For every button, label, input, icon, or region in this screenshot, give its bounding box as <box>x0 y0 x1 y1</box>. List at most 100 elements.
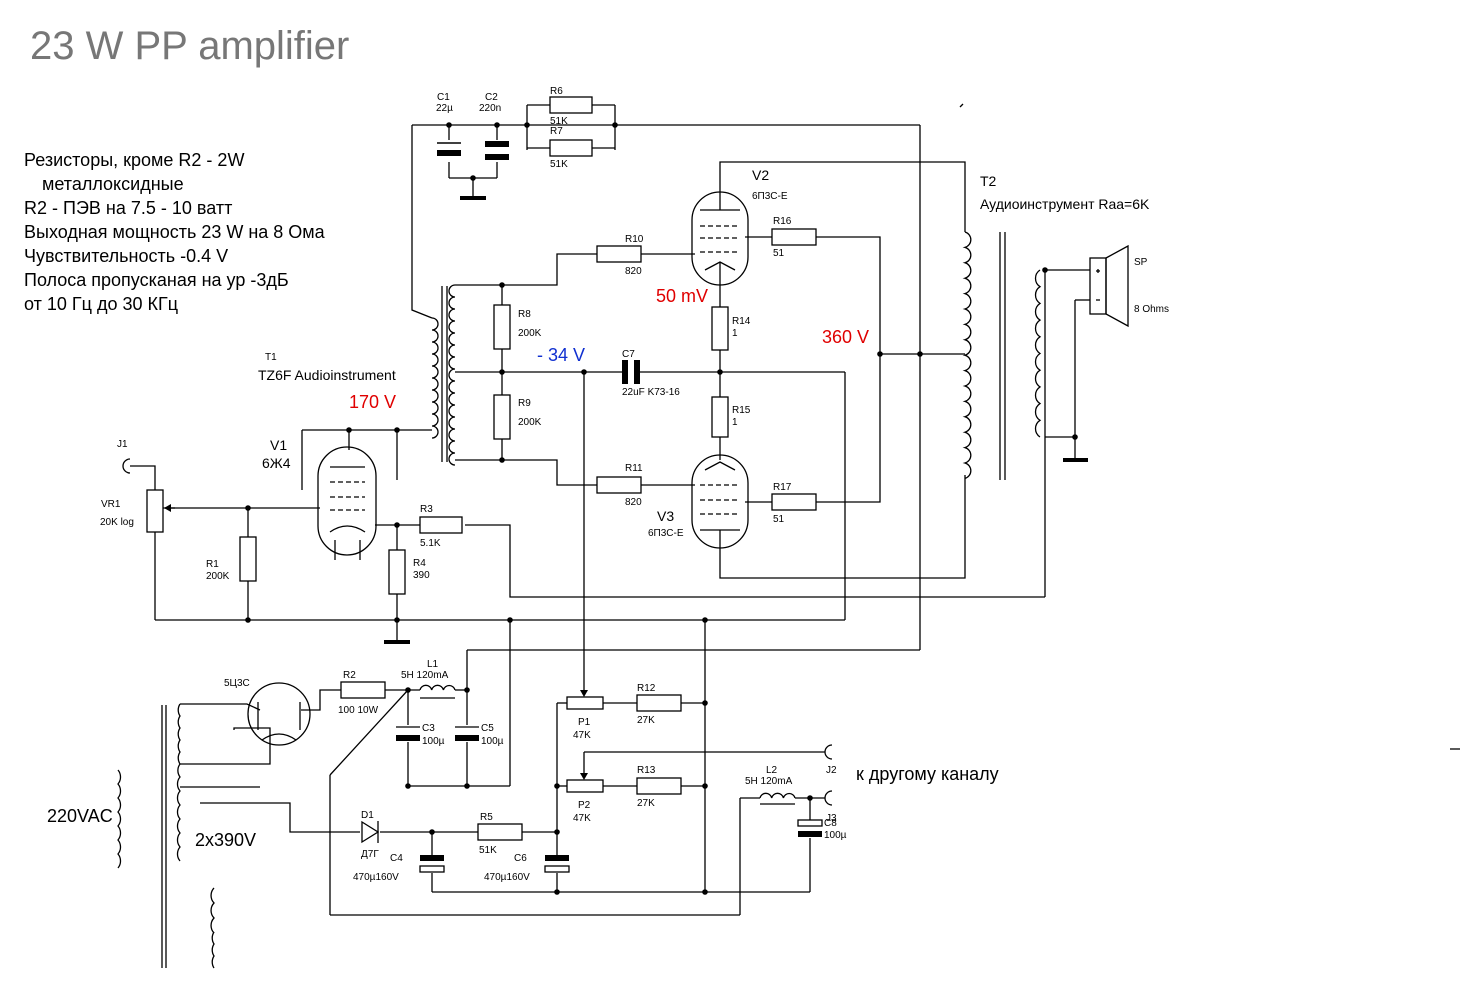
label-r6-value: 51K <box>550 116 568 127</box>
capacitor-c1 <box>437 142 461 156</box>
resistor-r13 <box>636 777 682 795</box>
label-c6-value: 470µ160V <box>484 872 530 883</box>
label-p1-ref: P1 <box>578 717 591 728</box>
label-r5-ref: R5 <box>480 812 493 823</box>
label-v2-type: 6П3С-Е <box>752 191 788 202</box>
label-c2-ref: C2 <box>485 92 498 103</box>
label-l2-value: 5H 120mA <box>745 776 793 787</box>
label-v2-ref: V2 <box>752 167 769 183</box>
label-r7-ref: R7 <box>550 126 563 137</box>
label-v1-type: 6Ж4 <box>262 455 291 471</box>
voltage-cathode: 50 mV <box>656 286 708 306</box>
resistor-r1 <box>239 536 257 582</box>
label-r10-ref: R10 <box>625 234 644 245</box>
note-line: от 10 Гц до 30 КГц <box>24 294 179 314</box>
transformer-power <box>117 703 215 969</box>
wiper-arrows <box>164 504 588 780</box>
label-r6-ref: R6 <box>550 86 563 97</box>
jack-j1 <box>122 458 131 474</box>
label-r1-value: 200K <box>206 571 230 582</box>
label-r3-value: 5.1K <box>420 538 441 549</box>
label-r4-ref: R4 <box>413 558 426 569</box>
label-l2-ref: L2 <box>766 765 778 776</box>
diode-d1 <box>361 820 380 844</box>
label-p2-value: 47K <box>573 813 591 824</box>
label-d1-ref: D1 <box>361 810 374 821</box>
label-r11-ref: R11 <box>625 463 643 474</box>
label-r13-value: 27K <box>637 798 655 809</box>
resistor-r6 <box>549 96 593 114</box>
notes-block: Резисторы, кроме R2 - 2W металлоксидные … <box>24 148 325 316</box>
label-t2-desc: Аудиоинструмент Raa=6K <box>980 196 1150 212</box>
voltage-v1-anode: 170 V <box>349 392 396 412</box>
label-t1-ref: T1 <box>265 352 277 363</box>
capacitors <box>396 141 823 873</box>
label-mains: 220VAC <box>47 806 113 826</box>
label-secondary: 2x390V <box>195 830 256 850</box>
note-line: металлоксидные <box>42 174 184 194</box>
label-v3-type: 6П3С-Е <box>648 528 684 539</box>
label-r15-value: 1 <box>732 417 738 428</box>
label-r16-value: 51 <box>773 248 785 259</box>
label-c3-value: 100µ <box>422 736 445 747</box>
inductor-l2 <box>759 792 796 805</box>
label-r17-value: 51 <box>773 514 785 525</box>
wires <box>130 104 1090 916</box>
capacitor-c5 <box>455 726 479 741</box>
potentiometer-p2 <box>566 779 604 793</box>
label-c3-ref: C3 <box>422 723 435 734</box>
transformer-t1 <box>431 284 456 466</box>
diagram-title: 23 W PP amplifier <box>30 24 350 68</box>
label-j1-ref: J1 <box>117 439 128 450</box>
label-r4-value: 390 <box>413 570 430 581</box>
resistor-r8 <box>493 304 511 350</box>
label-vr1-ref: VR1 <box>101 499 121 510</box>
label-c5-ref: C5 <box>481 723 494 734</box>
label-r2-value: 100 10W <box>338 705 379 716</box>
label-r11-value: 820 <box>625 497 642 508</box>
label-v1-ref: V1 <box>270 437 287 453</box>
resistor-r15 <box>711 396 729 438</box>
resistor-r4 <box>388 549 406 595</box>
resistor-r12 <box>636 694 682 712</box>
label-l1-value: 5H 120mA <box>401 670 449 681</box>
label-v3-ref: V3 <box>657 508 674 524</box>
resistor-r7 <box>549 139 593 157</box>
note-line: Полоса пропусканая на ур -3дБ <box>24 270 289 290</box>
label-r2-ref: R2 <box>343 670 356 681</box>
label-vr1-value: 20K log <box>100 517 134 528</box>
label-l1-ref: L1 <box>427 659 439 670</box>
label-rectifier-ref: 5Ц3С <box>224 678 250 689</box>
note-line: Резисторы, кроме R2 - 2W <box>24 150 245 170</box>
label-c4-ref: C4 <box>390 853 403 864</box>
tube-v1 <box>317 446 377 560</box>
label-r12-ref: R12 <box>637 683 656 694</box>
junctions <box>245 122 1078 895</box>
label-r9-value: 200K <box>518 417 542 428</box>
resistor-r9 <box>493 394 511 440</box>
transformer-t2 <box>962 231 1042 480</box>
label-r1-ref: R1 <box>206 559 219 570</box>
voltage-bias: - 34 V <box>537 345 585 365</box>
resistors <box>146 96 817 841</box>
label-c6-ref: C6 <box>514 853 527 864</box>
label-c7-ref: C7 <box>622 349 635 360</box>
tube-v3 <box>691 454 749 549</box>
label-r14-ref: R14 <box>732 316 751 327</box>
component-labels: C1 22µ C2 220n R6 51K R7 51K V2 6П3С-Е V… <box>100 86 1169 883</box>
capacitor-c7 <box>622 360 640 384</box>
speaker-icon <box>1089 244 1129 328</box>
label-c5-value: 100µ <box>481 736 504 747</box>
label-r14-value: 1 <box>732 328 738 339</box>
label-p2-ref: P2 <box>578 800 591 811</box>
text-labels: к другому каналу 220VAC 2x390V <box>47 764 999 850</box>
label-r8-ref: R8 <box>518 309 531 320</box>
resistor-r2 <box>340 681 386 699</box>
label-c1-value: 22µ <box>436 103 453 114</box>
ground-symbols <box>384 196 1088 644</box>
label-r16-ref: R16 <box>773 216 792 227</box>
label-r13-ref: R13 <box>637 765 656 776</box>
label-r3-ref: R3 <box>420 504 433 515</box>
resistor-r14 <box>711 306 729 351</box>
